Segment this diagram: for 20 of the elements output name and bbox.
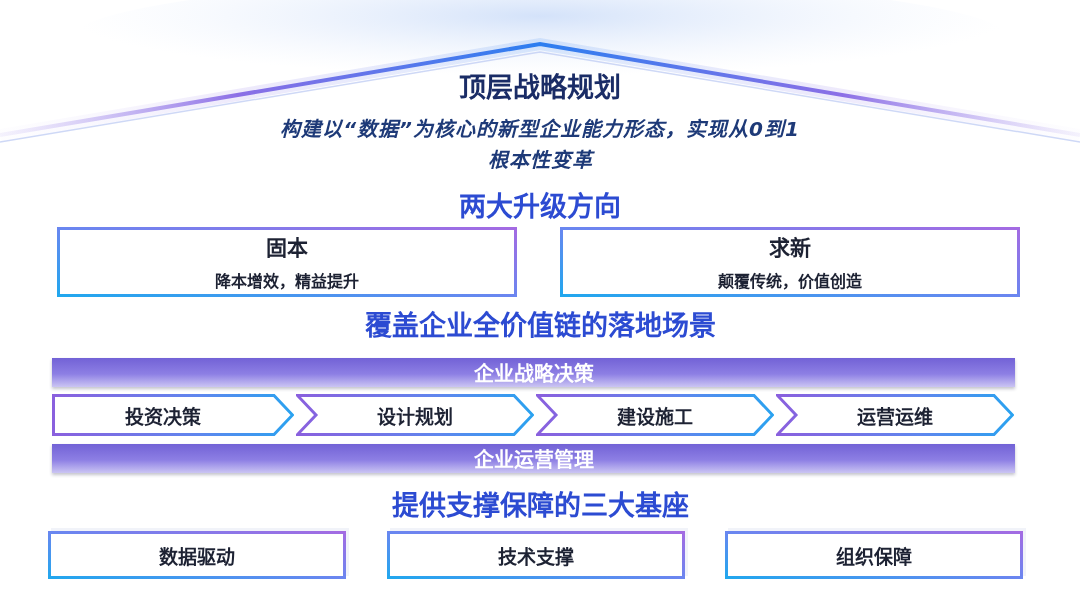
process-step: 建设施工 xyxy=(536,394,774,436)
card-heading: 求新 xyxy=(769,235,811,261)
card-heading: 固本 xyxy=(266,235,308,261)
process-step: 投资决策 xyxy=(52,394,294,436)
banner-bar: 企业战略决策 xyxy=(52,358,1015,387)
card-description: 降本增效，精益提升 xyxy=(215,271,359,293)
pillar-card: 数据驱动 xyxy=(48,531,346,579)
section-heading: 覆盖企业全价值链的落地场景 xyxy=(364,311,716,341)
process-step: 设计规划 xyxy=(296,394,534,436)
pillar-card: 技术支撑 xyxy=(387,531,685,579)
section-heading: 提供支撑保障的三大基座 xyxy=(391,491,689,521)
card-description: 颠覆传统，价值创造 xyxy=(718,271,862,293)
section-heading: 两大升级方向 xyxy=(459,192,621,222)
process-step: 运营运维 xyxy=(776,394,1014,436)
pillar-card: 组织保障 xyxy=(725,531,1023,579)
banner-bar: 企业运营管理 xyxy=(52,444,1015,473)
subtitle: 构建以“数据”为核心的新型企业能力形态，实现从0到1根本性变革 xyxy=(279,116,801,174)
direction-card xyxy=(57,227,517,297)
direction-card xyxy=(560,227,1020,297)
page-title: 顶层战略规划 xyxy=(459,72,621,104)
